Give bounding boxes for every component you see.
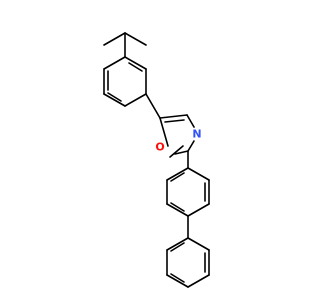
nitrogen-atom-label: N: [192, 128, 201, 141]
oxygen-atom-label: O: [155, 141, 164, 154]
bond-lines: [103, 32, 210, 288]
chemical-structure: O N: [103, 32, 210, 288]
